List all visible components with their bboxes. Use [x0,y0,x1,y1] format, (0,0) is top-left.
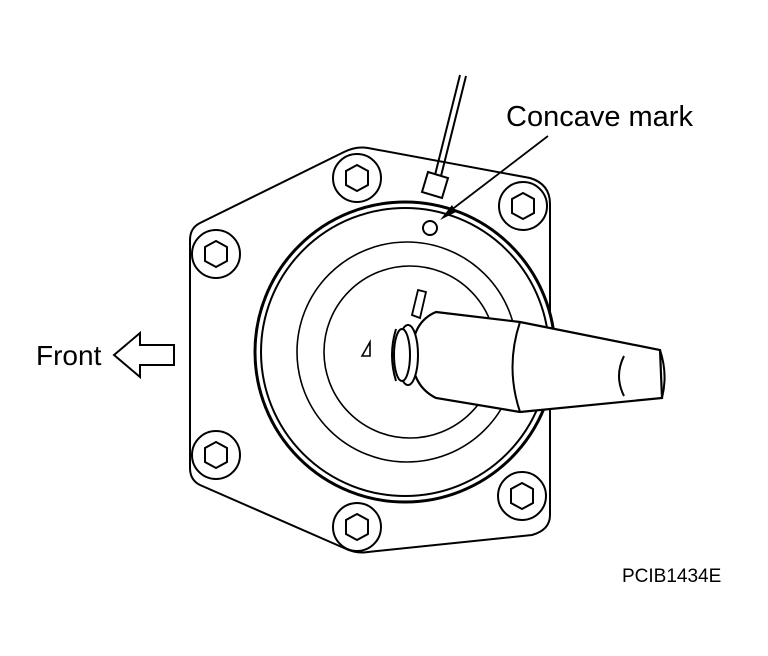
shaft [391,310,666,414]
concave-mark-leader [445,135,549,215]
figure-code: PCIB1434E [622,566,722,587]
alignment-triangle [360,338,371,357]
bolt-bottom-right [497,471,547,521]
arrow-left-icon [112,330,175,380]
bolt-left-upper [191,229,241,279]
concave-mark-dot [422,220,438,236]
bolt-top [332,153,382,203]
tool-rod [420,74,467,200]
bolt-top-right [498,181,548,231]
leader-arrowhead [440,205,456,220]
front-label: Front [36,340,102,371]
hub-pin [410,288,428,320]
concave-mark-label: Concave mark [506,101,693,133]
bolt-left-lower [191,430,241,480]
bolt-bottom [332,502,382,552]
